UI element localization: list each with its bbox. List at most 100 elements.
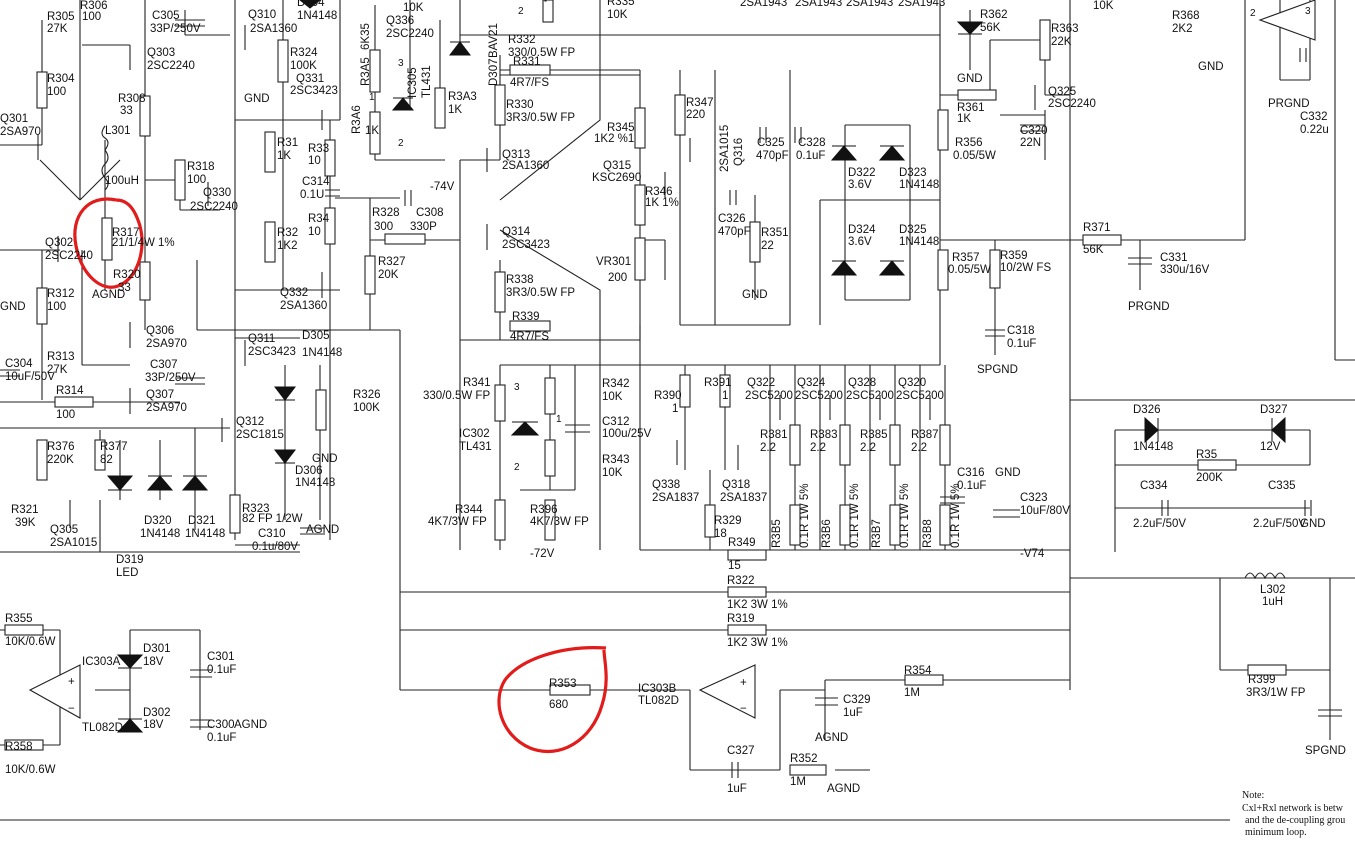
value-r359: 10/2W FS xyxy=(1000,262,1051,274)
label-d322: D322 xyxy=(848,167,876,179)
label-q307: Q307 xyxy=(146,389,174,401)
opamp-a-plus: + xyxy=(68,676,75,688)
net-10k-top: 10K xyxy=(403,2,424,14)
label-q313: Q313 xyxy=(502,149,530,161)
value-r390: 1 xyxy=(672,403,678,415)
label-r3b5: R3B5 xyxy=(771,519,783,548)
note-line-2: and the de-coupling grou xyxy=(1245,815,1345,826)
capacitor-c316 xyxy=(940,496,965,504)
label-c316: C316 xyxy=(957,467,985,479)
value-r343: 10K xyxy=(602,467,623,479)
value-q320: 2SC5200 xyxy=(896,390,944,402)
label-r331: R331 xyxy=(513,56,541,68)
diode-d362 xyxy=(956,21,984,35)
net-neg72: -72V xyxy=(530,548,555,560)
note-line-3: minimum loop. xyxy=(1245,827,1307,838)
label-r3a5: R3A5 xyxy=(360,57,372,86)
net-gnd-5: GND xyxy=(995,467,1021,479)
label-r304: R304 xyxy=(47,73,75,85)
net-gnd-8: GND xyxy=(1300,518,1326,530)
resistor-r3b7 xyxy=(889,504,901,546)
label-d301: D301 xyxy=(143,643,171,655)
label-r351: R351 xyxy=(761,227,789,239)
label-r314: R314 xyxy=(56,385,84,397)
diode-d306 xyxy=(273,449,297,464)
resistor-r312 xyxy=(36,287,48,325)
value-r322: 1K2 3W 1% xyxy=(727,599,788,611)
label-r339: R339 xyxy=(512,311,540,323)
label-q320: Q320 xyxy=(898,377,926,389)
note-title: Note: xyxy=(1242,790,1264,801)
label-r312: R312 xyxy=(47,288,75,300)
value-r349: 15 xyxy=(728,560,741,572)
label-d319: D319 xyxy=(116,554,144,566)
value-r362: 56K xyxy=(980,22,1001,34)
resistor-r355 xyxy=(4,624,44,636)
resistor-r385 xyxy=(889,424,901,466)
value-c320: 22N xyxy=(1020,137,1041,149)
value-r347: 220 xyxy=(686,109,705,121)
value-r32: 1K2 xyxy=(277,240,297,252)
label-r355: R355 xyxy=(5,613,33,625)
label-r376: R376 xyxy=(47,441,75,453)
resistor-r330 xyxy=(494,84,506,126)
capacitor-c327 xyxy=(731,762,739,778)
label-r34: R34 xyxy=(308,213,330,225)
label-c300: C300 xyxy=(207,719,235,731)
resistor-r33 xyxy=(324,139,336,177)
capacitor-c320 xyxy=(1020,124,1045,132)
value-r345: 1K2 %1 xyxy=(594,133,634,145)
label-ic305: IC305 xyxy=(407,67,419,98)
label-r343: R343 xyxy=(602,454,630,466)
label-d302: D302 xyxy=(143,707,171,719)
opamp-top-right xyxy=(1258,0,1316,41)
capacitor-c328 xyxy=(794,127,802,143)
capacitor-c301 xyxy=(190,669,212,678)
resistor-r3a5 xyxy=(369,49,381,93)
value-c312: 100u/25V xyxy=(602,428,652,440)
opamp-a-minus: − xyxy=(68,703,75,715)
value-r354: 1M xyxy=(904,687,920,699)
value-r376: 220K xyxy=(47,454,74,466)
resistor-r339 xyxy=(509,320,551,332)
resistor-r3a6 xyxy=(369,111,381,155)
resistor-r396 xyxy=(544,499,556,541)
label-c325: C325 xyxy=(757,137,785,149)
label-q325: Q325 xyxy=(1048,86,1076,98)
value-r331: 4R7/FS xyxy=(510,77,549,89)
label-r385: R385 xyxy=(860,429,888,441)
label-d324: D324 xyxy=(848,224,876,236)
value-c304: 10uF/50V xyxy=(5,371,55,383)
resistor-r-ic302-top xyxy=(544,377,556,415)
label-r357: R357 xyxy=(952,252,980,264)
value-d326: 1N4148 xyxy=(1133,441,1173,453)
resistor-r387 xyxy=(939,424,951,466)
net-agnd-2: AGND xyxy=(306,524,339,536)
label-r3a3: R3A3 xyxy=(448,91,477,103)
value-q305: 2SA1015 xyxy=(50,537,97,549)
zener-d301 xyxy=(116,654,144,669)
label-ic303b: IC303B xyxy=(638,683,677,695)
value-d319: LED xyxy=(116,567,138,579)
label-c301: C301 xyxy=(207,651,235,663)
label-r33: R33 xyxy=(308,143,329,155)
pin-3-ic305: 3 xyxy=(398,58,404,69)
label-r313: R313 xyxy=(47,351,75,363)
value-r335: 10K xyxy=(607,9,628,21)
net-gnd-left: GND xyxy=(0,301,26,313)
label-q318: Q318 xyxy=(722,479,750,491)
zener-ic302 xyxy=(510,421,540,436)
net-agnd-1: AGND xyxy=(92,289,125,301)
label-d320: D320 xyxy=(144,515,172,527)
resistor-r317 xyxy=(101,217,113,261)
value-ic303b: TL082D xyxy=(638,695,679,707)
label-q306: Q306 xyxy=(146,325,174,337)
capacitor-c314 xyxy=(325,189,340,197)
led-d319 xyxy=(106,475,134,491)
value-d306: 1N4148 xyxy=(295,477,335,489)
resistor-r338 xyxy=(494,271,506,313)
label-r322: R322 xyxy=(727,575,755,587)
label-r323: R323 xyxy=(242,503,270,515)
value-q330: 2SC2240 xyxy=(190,201,238,213)
